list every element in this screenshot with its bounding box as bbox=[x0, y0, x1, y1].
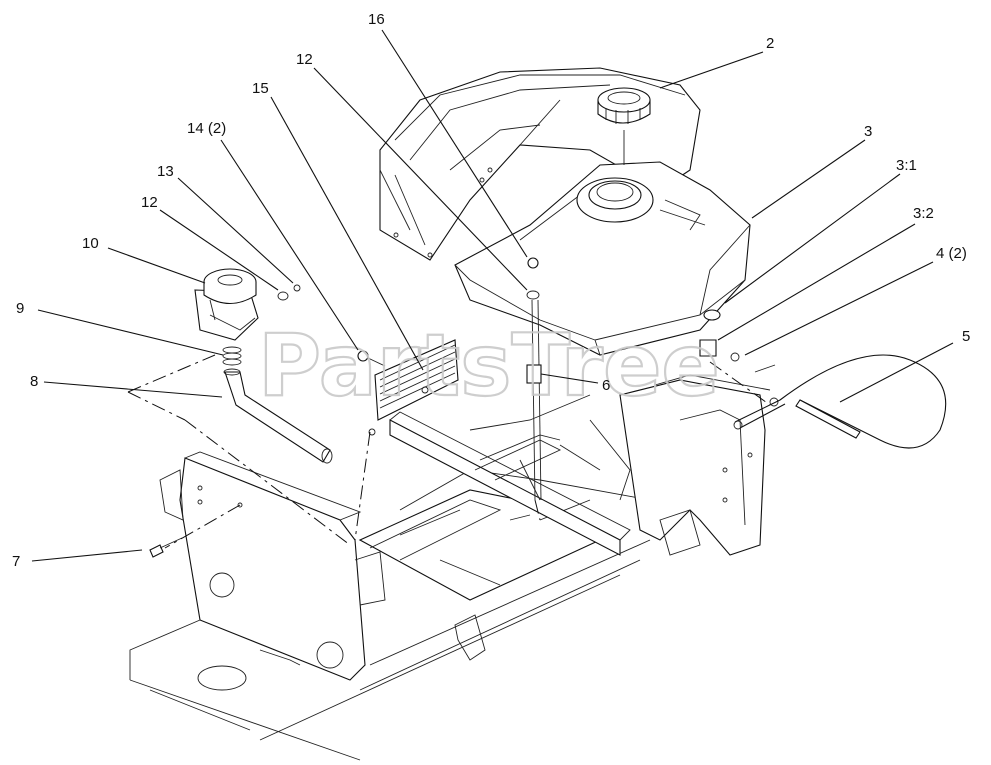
fuel-line bbox=[733, 354, 947, 449]
partstree-watermark: PartsTree bbox=[258, 316, 720, 416]
washer-nut-left bbox=[277, 284, 301, 301]
callout-7: 7 bbox=[12, 553, 20, 570]
callout-10: 10 bbox=[82, 235, 99, 252]
callout-8: 8 bbox=[30, 373, 38, 390]
callout-6: 6 bbox=[602, 377, 610, 394]
assembly-centerlines bbox=[127, 354, 771, 549]
callout-3: 3 bbox=[864, 123, 872, 140]
callout-15: 15 bbox=[252, 80, 269, 97]
fuel-cap bbox=[597, 87, 651, 165]
fuel-fittings bbox=[699, 309, 779, 407]
screen-grille bbox=[368, 339, 459, 436]
hose bbox=[223, 368, 333, 464]
callout-2: 2 bbox=[766, 35, 774, 52]
screw bbox=[149, 537, 183, 558]
callout-13: 13 bbox=[157, 163, 174, 180]
spring bbox=[222, 346, 242, 366]
callout-12-upper: 12 bbox=[296, 51, 313, 68]
callout-16: 16 bbox=[368, 11, 385, 28]
pulley-assembly bbox=[194, 268, 259, 341]
callout-12-lower: 12 bbox=[141, 194, 158, 211]
callout-3-1: 3:1 bbox=[896, 157, 917, 174]
callout-4: 4 (2) bbox=[936, 245, 967, 262]
callout-9: 9 bbox=[16, 300, 24, 317]
callout-5: 5 bbox=[962, 328, 970, 345]
bolt bbox=[357, 350, 386, 367]
callout-14: 14 (2) bbox=[187, 120, 226, 137]
bracket-rod bbox=[474, 257, 562, 501]
callout-labels: 16 2 12 15 14 (2) 3 3:1 13 12 3:2 4 (2) … bbox=[12, 11, 970, 570]
fuel-tank bbox=[454, 161, 751, 356]
callout-3-2: 3:2 bbox=[913, 205, 934, 222]
frame-chassis bbox=[129, 374, 771, 761]
leader-lines bbox=[31, 29, 954, 562]
